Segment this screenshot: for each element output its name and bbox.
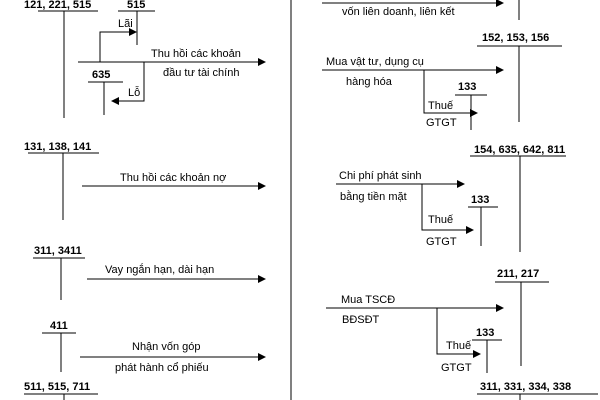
- account-133-b: 133: [471, 194, 490, 206]
- label-von-gop-line2: phát hành cổ phiếu: [115, 362, 209, 374]
- account-411: 411: [50, 320, 68, 332]
- label-thu-hoi-no: Thu hồi các khoản nợ: [120, 172, 227, 184]
- account-211-217: 211, 217: [497, 268, 540, 280]
- label-thu-hoi-line1: Thu hồi các khoản: [151, 48, 241, 60]
- label-lai: Lãi: [118, 18, 133, 30]
- account-311-331-334-338: 311, 331, 334, 338: [480, 381, 572, 393]
- label-lo: Lỗ: [128, 87, 141, 99]
- account-133-c: 133: [476, 327, 495, 339]
- label-lien-doanh: vốn liên doanh, liên kết: [342, 6, 455, 18]
- account-131-138-141: 131, 138, 141: [24, 141, 92, 153]
- label-gtgt-b: GTGT: [426, 236, 457, 248]
- arrow-thue-b: [421, 184, 474, 234]
- label-mua-vat-tu-line2: hàng hóa: [346, 76, 392, 88]
- label-vay: Vay ngắn hạn, dài hạn: [105, 264, 215, 276]
- label-thue-a: Thuế: [428, 100, 454, 112]
- account-515: 515: [127, 0, 146, 11]
- account-154-635-642-811: 154, 635, 642, 811: [474, 144, 566, 156]
- account-133-a: 133: [458, 81, 477, 93]
- label-von-gop-line1: Nhận vốn góp: [132, 341, 201, 353]
- label-mua-tscd-line1: Mua TSCĐ: [341, 294, 396, 306]
- label-thue-c: Thuế: [446, 340, 472, 352]
- account-121-221-515: 121, 221, 515: [24, 0, 92, 11]
- label-thue-b: Thuế: [428, 214, 454, 226]
- account-311-3411: 311, 3411: [34, 245, 82, 257]
- arrow-lo: [111, 62, 145, 105]
- label-thu-hoi-line2: đầu tư tài chính: [163, 67, 240, 79]
- account-152-153-156: 152, 153, 156: [482, 32, 550, 44]
- label-chi-phi-line2: bằng tiền mặt: [340, 191, 407, 203]
- arrow-thue-c: [436, 308, 481, 358]
- label-gtgt-c: GTGT: [441, 362, 472, 374]
- label-mua-tscd-line2: BĐSĐT: [342, 314, 380, 326]
- arrow-thue-a: [423, 70, 478, 117]
- account-635: 635: [92, 69, 111, 81]
- account-511-515-711: 511, 515, 711: [24, 381, 91, 393]
- label-gtgt-a: GTGT: [426, 117, 457, 129]
- label-mua-vat-tu-line1: Mua vật tư, dụng cụ: [326, 56, 424, 68]
- arrow-lai: [99, 28, 137, 62]
- label-chi-phi-line1: Chi phí phát sinh: [339, 170, 422, 182]
